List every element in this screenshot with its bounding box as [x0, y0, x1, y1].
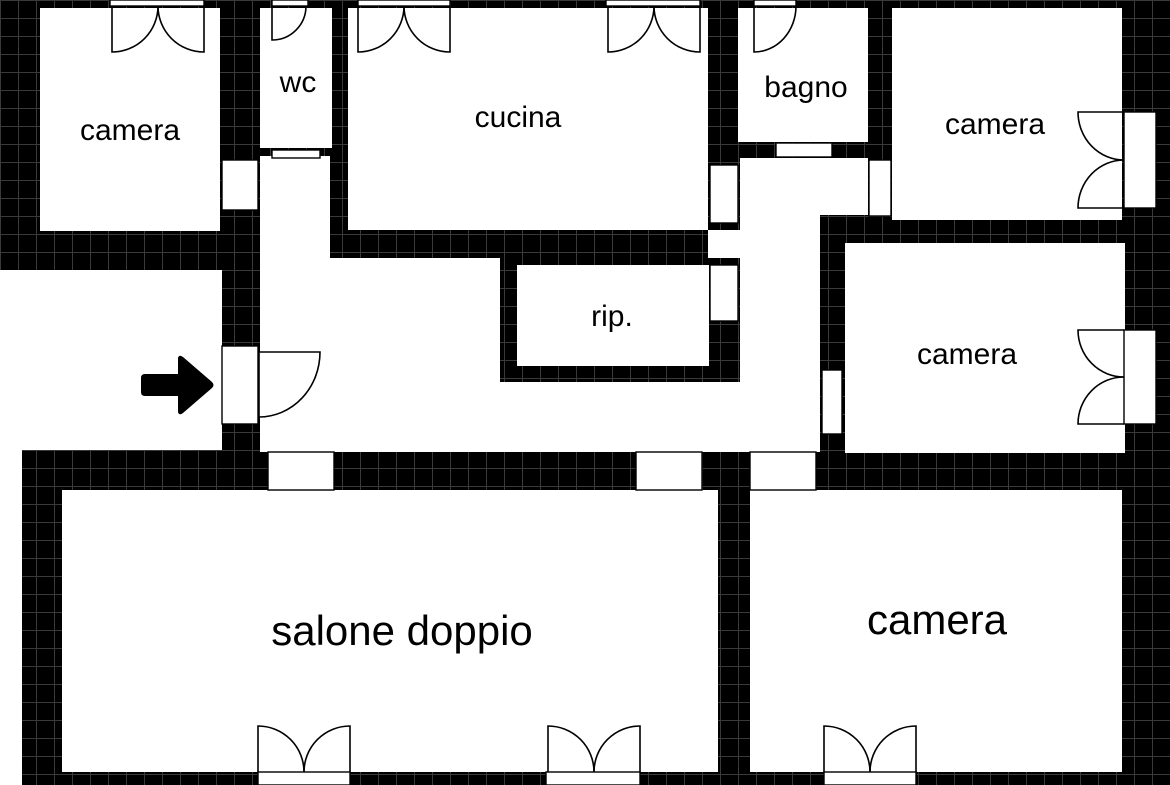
label-bagno: bagno — [764, 71, 847, 104]
label-rip: rip. — [591, 300, 633, 333]
label-camera-top-right: camera — [945, 108, 1045, 141]
floor-salone — [62, 490, 718, 772]
room-labels: camera wc cucina bagno camera rip. camer… — [80, 66, 1045, 654]
corridor — [260, 156, 868, 452]
label-camera-mid-right: camera — [917, 338, 1017, 371]
label-salone-doppio: salone doppio — [271, 607, 533, 654]
entrance-arrow-icon — [141, 355, 214, 415]
floor-bagno — [738, 8, 868, 142]
label-cucina: cucina — [475, 101, 562, 134]
label-camera-top-left: camera — [80, 114, 180, 147]
label-wc: wc — [279, 66, 317, 99]
door-swings — [111, 5, 1125, 773]
floor-rip — [517, 265, 709, 366]
floor-cucina — [348, 8, 708, 230]
exterior-left — [0, 270, 222, 450]
label-camera-bottom-right: camera — [867, 596, 1008, 643]
floor-camera-top-left — [40, 8, 220, 231]
room-floors — [0, 8, 1125, 772]
floor-camera-bottom-right — [750, 490, 1122, 772]
